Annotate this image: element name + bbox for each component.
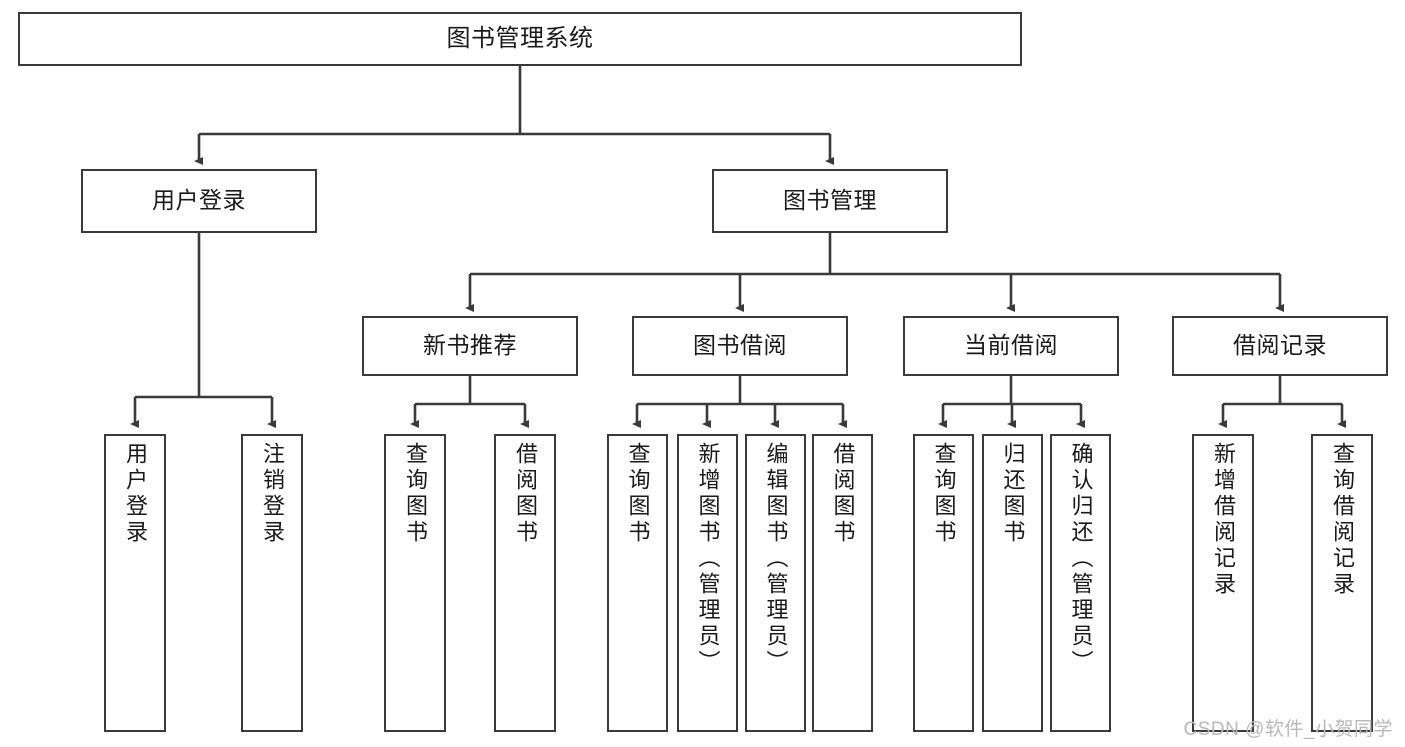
leaf-edit-book-admin[interactable]: 编辑图书（管理员） bbox=[745, 434, 806, 732]
node-user-login[interactable]: 用户登录 bbox=[81, 169, 317, 233]
leaf-query-book-current[interactable]: 查询图书 bbox=[913, 434, 974, 732]
node-label: 图书管理 bbox=[783, 187, 877, 214]
node-label: 当前借阅 bbox=[964, 332, 1058, 359]
node-label: 查询借阅记录 bbox=[1330, 442, 1355, 598]
node-label: 新书推荐 bbox=[423, 332, 517, 359]
node-label: 用户登录 bbox=[152, 187, 246, 214]
node-label: 确认归还（管理员） bbox=[1068, 442, 1094, 676]
leaf-add-book-admin[interactable]: 新增图书（管理员） bbox=[677, 434, 738, 732]
node-label: 借阅图书 bbox=[830, 442, 856, 546]
node-label: 注销登录 bbox=[260, 442, 285, 546]
node-book-borrow[interactable]: 图书借阅 bbox=[632, 316, 848, 376]
node-label: 归还图书 bbox=[1000, 442, 1026, 546]
leaf-query-borrow-record[interactable]: 查询借阅记录 bbox=[1311, 434, 1373, 732]
node-root-system[interactable]: 图书管理系统 bbox=[18, 12, 1022, 66]
leaf-user-login[interactable]: 用户登录 bbox=[104, 434, 166, 732]
node-label: 新增借阅记录 bbox=[1211, 442, 1236, 598]
node-label: 图书管理系统 bbox=[446, 24, 594, 52]
node-borrow-records[interactable]: 借阅记录 bbox=[1172, 316, 1388, 376]
node-label: 图书借阅 bbox=[693, 332, 787, 359]
node-label: 查询图书 bbox=[625, 442, 651, 546]
node-label: 借阅图书 bbox=[513, 442, 538, 546]
watermark-text: CSDN @软件_小贺同学 bbox=[1183, 719, 1393, 740]
node-label: 查询图书 bbox=[403, 442, 428, 546]
leaf-add-borrow-record[interactable]: 新增借阅记录 bbox=[1192, 434, 1254, 732]
node-label: 查询图书 bbox=[931, 442, 957, 546]
leaf-return-book[interactable]: 归还图书 bbox=[982, 434, 1043, 732]
node-book-management[interactable]: 图书管理 bbox=[712, 169, 948, 233]
leaf-borrow-book-new[interactable]: 借阅图书 bbox=[494, 434, 556, 732]
leaf-query-book-new[interactable]: 查询图书 bbox=[384, 434, 446, 732]
node-current-borrow[interactable]: 当前借阅 bbox=[903, 316, 1119, 376]
node-label: 借阅记录 bbox=[1233, 332, 1327, 359]
leaf-user-logout[interactable]: 注销登录 bbox=[241, 434, 303, 732]
node-label: 新增图书（管理员） bbox=[695, 442, 721, 676]
node-label: 编辑图书（管理员） bbox=[763, 442, 789, 676]
leaf-confirm-return-admin[interactable]: 确认归还（管理员） bbox=[1050, 434, 1111, 732]
leaf-query-book-borrow[interactable]: 查询图书 bbox=[607, 434, 668, 732]
node-new-book-recommend[interactable]: 新书推荐 bbox=[362, 316, 578, 376]
node-label: 用户登录 bbox=[123, 442, 148, 546]
leaf-borrow-book[interactable]: 借阅图书 bbox=[812, 434, 873, 732]
